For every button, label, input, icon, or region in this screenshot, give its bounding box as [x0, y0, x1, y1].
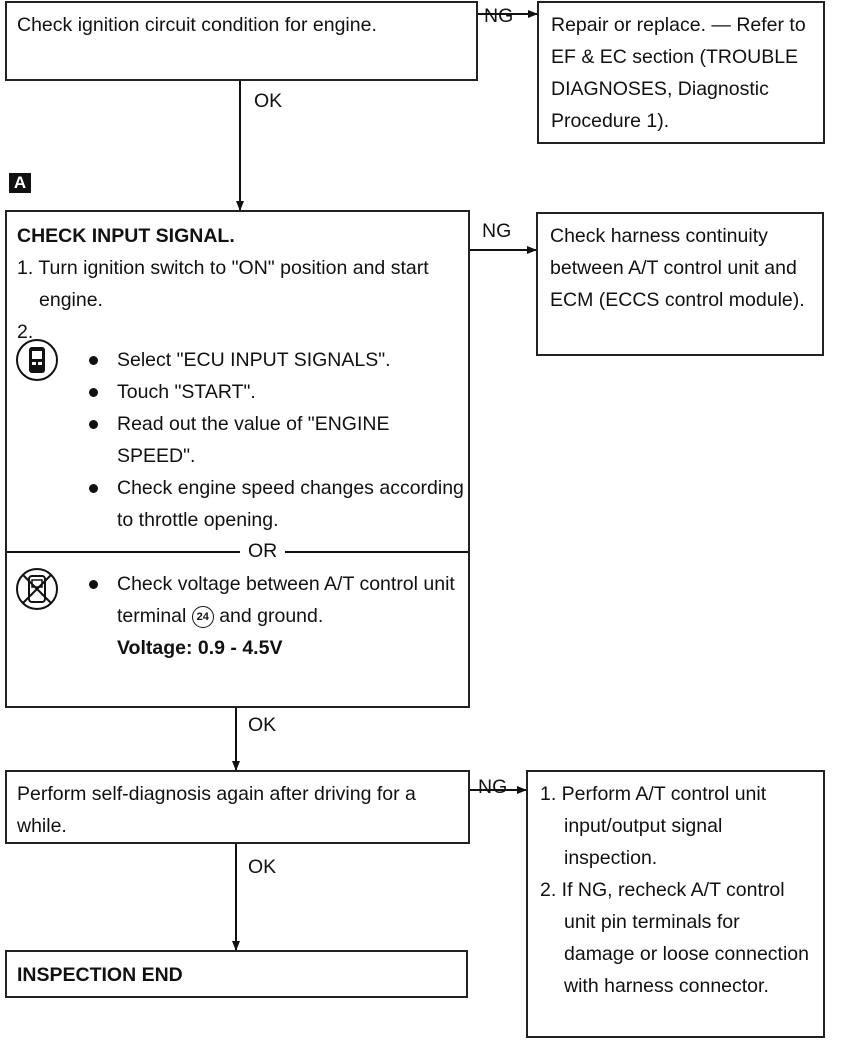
section-marker-label: A [13, 173, 27, 192]
end-text: INSPECTION END [17, 964, 183, 986]
section-marker-a: A [9, 173, 31, 193]
consult-bullet-4: Check engine speed changes according to … [89, 472, 467, 536]
noconsult-bullet-pre: Check voltage between A/T control unit t… [117, 573, 455, 627]
step2-item2: 2. [17, 321, 34, 343]
step2-ng-box: Check harness continuity between A/T con… [536, 212, 824, 356]
bullet-dot [89, 420, 98, 429]
bullet-dot [89, 580, 98, 589]
step1-box: Check ignition circuit condition for eng… [5, 1, 478, 81]
step2-item1-text: 1. Turn ignition switch to "ON" position… [17, 257, 429, 311]
step1-ng-box: Repair or replace. — Refer to EF & EC se… [537, 1, 825, 144]
step2-ng-label: NG [482, 220, 512, 242]
step2-title: CHECK INPUT SIGNAL. [17, 225, 235, 247]
noconsult-bullet: Check voltage between A/T control unit t… [89, 568, 467, 632]
step2-item1: 1. Turn ignition switch to "ON" position… [17, 252, 462, 316]
step2-box: CHECK INPUT SIGNAL. 1. Turn ignition swi… [5, 210, 470, 708]
step1-ng-action: Repair or replace. — Refer to EF & EC se… [551, 14, 806, 132]
terminal-number-badge: 24 [191, 605, 214, 628]
voltage-spec: Voltage: 0.9 - 4.5V [117, 637, 283, 659]
noconsult-bullet-post: and ground. [219, 605, 324, 627]
consult-bullet-2: Touch "START". [89, 376, 467, 408]
step3-ng-box: 1. Perform A/T control unit input/output… [526, 770, 825, 1038]
bullet-dot [89, 356, 98, 365]
step1-ok-label: OK [254, 90, 283, 112]
end-box: INSPECTION END [5, 950, 468, 998]
consult-bullet-4-text: Check engine speed changes according to … [117, 477, 464, 531]
consult-tester-icon [16, 339, 58, 381]
step1-ng-label: NG [484, 5, 514, 27]
consult-bullet-3-text: Read out the value of "ENGINE SPEED". [117, 413, 390, 467]
or-divider: OR [7, 535, 468, 567]
step3-ng-label: NG [478, 776, 508, 798]
bullet-dot [89, 484, 98, 493]
step2-ng-action: Check harness continuity between A/T con… [550, 225, 805, 311]
bullet-dot [89, 388, 98, 397]
consult-bullet-2-text: Touch "START". [117, 381, 256, 403]
or-label: OR [240, 535, 286, 567]
consult-bullet-1: Select "ECU INPUT SIGNALS". [89, 344, 467, 376]
step1-text: Check ignition circuit condition for eng… [17, 14, 377, 36]
terminal-number: 24 [196, 610, 209, 623]
step2-ok-label: OK [248, 714, 277, 736]
consult-bullet-3: Read out the value of "ENGINE SPEED". [89, 408, 467, 472]
step3-box: Perform self-diagnosis again after drivi… [5, 770, 470, 844]
step3-ng-action-2: 2. If NG, recheck A/T control unit pin t… [540, 879, 809, 997]
no-consult-tester-icon [16, 568, 58, 610]
consult-bullet-1-text: Select "ECU INPUT SIGNALS". [117, 349, 391, 371]
step3-ng-action-1: 1. Perform A/T control unit input/output… [540, 783, 767, 869]
step3-text: Perform self-diagnosis again after drivi… [17, 783, 416, 837]
step3-ok-label: OK [248, 856, 277, 878]
